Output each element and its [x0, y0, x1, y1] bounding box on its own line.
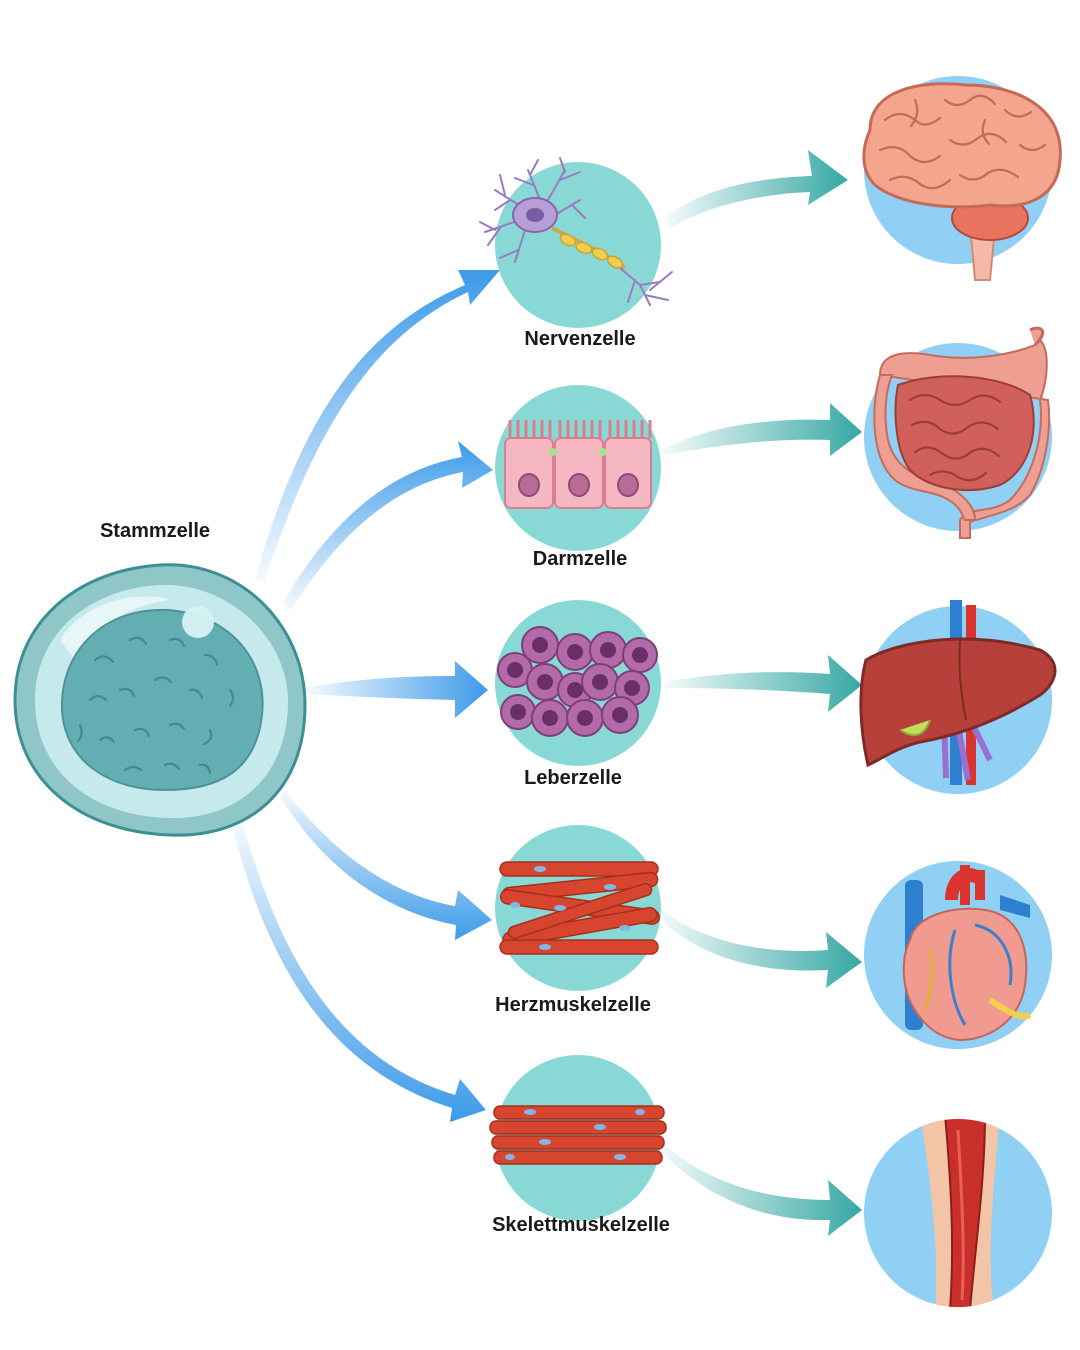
arrow-to-skelettmuskelzelle: [232, 820, 486, 1122]
darmzelle-icon: [495, 385, 661, 551]
arrow-to-liver: [664, 655, 862, 712]
herzmuskelzelle-icon: [495, 825, 661, 991]
intestine-icon: [864, 326, 1052, 539]
heart-icon: [864, 861, 1052, 1049]
leg-muscle-icon: [864, 1119, 1052, 1307]
stem-cell-label: Stammzelle: [99, 520, 211, 542]
skelettmuskelzelle-icon: [489, 1055, 667, 1221]
leberzelle-label: Leberzelle: [524, 767, 622, 789]
arrow-to-brain: [665, 150, 848, 228]
arrow-to-heart: [658, 910, 862, 988]
stem-cell-icon: [13, 563, 307, 837]
brain-icon: [862, 76, 1062, 281]
arrow-to-darmzelle: [282, 441, 493, 610]
leberzelle-icon: [495, 600, 661, 766]
arrow-to-leberzelle: [305, 661, 488, 718]
arrow-to-intestine: [662, 403, 862, 456]
herzmuskelzelle-label: Herzmuskelzelle: [495, 994, 651, 1016]
arrow-to-nervenzelle: [255, 270, 500, 582]
arrow-to-leg: [660, 1145, 862, 1236]
liver-icon: [859, 600, 1057, 794]
nervenzelle-label: Nervenzelle: [524, 328, 636, 350]
skelettmuskelzelle-label: Skelettmuskelzelle: [492, 1214, 670, 1236]
arrow-to-herzmuskelzelle: [280, 790, 492, 940]
darmzelle-label: Darmzelle: [532, 548, 628, 570]
nervenzelle-icon: [479, 157, 673, 328]
